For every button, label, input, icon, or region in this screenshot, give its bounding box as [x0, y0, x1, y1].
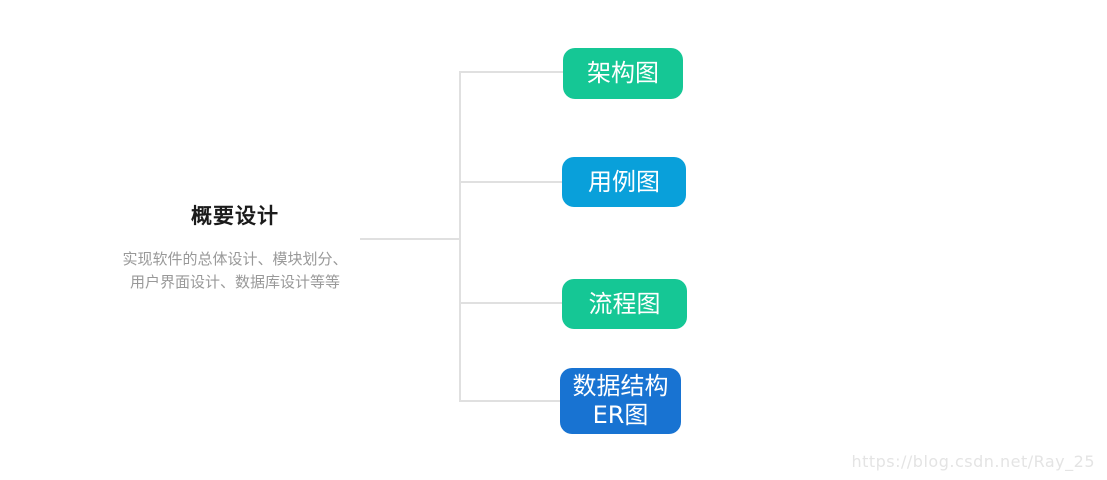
connector-branch-er-diagram — [459, 400, 562, 402]
connector-branch-use-case — [459, 181, 564, 183]
root-note-line-1: 实现软件的总体设计、模块划分、 — [122, 250, 348, 268]
node-use-case-diagram: 用例图 — [562, 157, 686, 207]
root-topic-note: 实现软件的总体设计、模块划分、 用户界面设计、数据库设计等等 — [70, 248, 400, 294]
connector-trunk — [459, 71, 461, 402]
watermark-url: https://blog.csdn.net/Ray_25 — [851, 452, 1095, 471]
root-topic-title: 概要设计 — [191, 204, 279, 228]
connector-root — [360, 238, 460, 240]
connector-branch-architecture — [459, 71, 565, 73]
node-er-diagram: 数据结构 ER图 — [560, 368, 681, 434]
root-note-line-2: 用户界面设计、数据库设计等等 — [129, 273, 340, 291]
node-flow-chart: 流程图 — [562, 279, 687, 329]
node-architecture-diagram: 架构图 — [563, 48, 683, 99]
connector-branch-flow-chart — [459, 302, 564, 304]
root-topic: 概要设计 实现软件的总体设计、模块划分、 用户界面设计、数据库设计等等 — [70, 204, 400, 294]
